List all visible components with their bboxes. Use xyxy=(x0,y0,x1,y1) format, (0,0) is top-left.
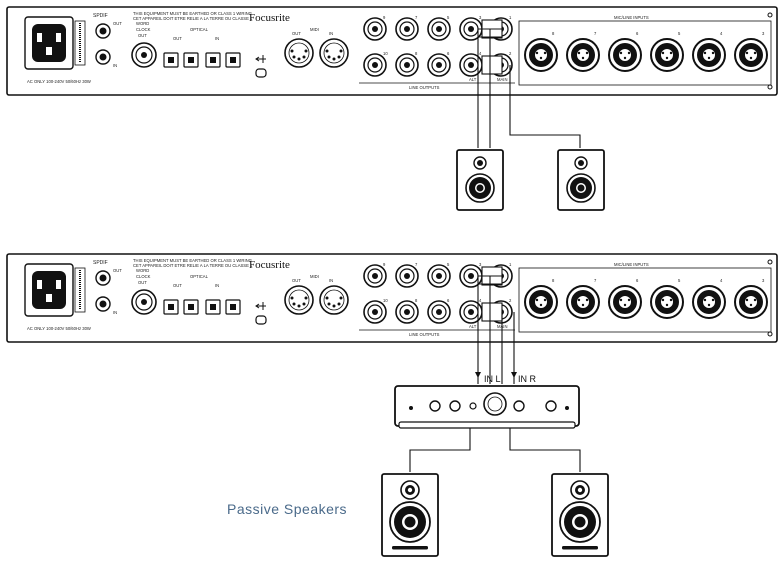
mic-inputs-label: MIC/LINE INPUTS xyxy=(614,15,649,20)
jack-number: 8 xyxy=(415,298,418,303)
optical-label: OPTICAL xyxy=(190,274,209,279)
jack-number: 7 xyxy=(415,262,418,267)
spdif-out-label: OUT xyxy=(113,21,122,26)
jack-number: 6 xyxy=(447,298,450,303)
input-number: 8 xyxy=(552,278,555,283)
jack-number: 3 xyxy=(479,262,482,267)
word-clock-label: CLOCK xyxy=(136,27,151,32)
spdif-in-label: IN xyxy=(113,63,117,68)
spdif-label: SPDIF xyxy=(93,13,108,19)
word-clock-label: OUT xyxy=(138,33,147,38)
input-number: 5 xyxy=(678,278,681,283)
jack-number: 4 xyxy=(479,298,482,303)
amp-input-left-label: IN L xyxy=(484,374,501,384)
jack-number: 3 xyxy=(479,15,482,20)
spdif-out-label: OUT xyxy=(113,268,122,273)
passive-speakers-caption: Passive Speakers xyxy=(227,501,347,517)
optical-out-label: OUT xyxy=(173,283,182,288)
mic-inputs-label: MIC/LINE INPUTS xyxy=(614,262,649,267)
midi-label: MIDI xyxy=(310,27,319,32)
input-number: 5 xyxy=(678,31,681,36)
midi-in-label: IN xyxy=(329,31,333,36)
input-number: 4 xyxy=(720,278,723,283)
alt-label: ALT xyxy=(469,324,477,329)
input-number: 4 xyxy=(720,31,723,36)
active-speaker-left xyxy=(456,149,504,211)
input-number: 6 xyxy=(636,278,639,283)
midi-out-label: OUT xyxy=(292,278,301,283)
passive-speaker-right xyxy=(551,473,609,557)
brand-logo: Focusrite xyxy=(249,259,290,271)
input-number: 6 xyxy=(636,31,639,36)
jack-number: 4 xyxy=(479,51,482,56)
passive-speaker-cables xyxy=(409,428,581,472)
jack-number: 9 xyxy=(383,262,386,267)
word-clock-label: OUT xyxy=(138,280,147,285)
interface-rear-panel-top: Focusrite THIS EQUIPMENT MUST BE EARTHED… xyxy=(6,6,778,96)
optical-label: OPTICAL xyxy=(190,27,209,32)
jack-number: 2 xyxy=(509,298,512,303)
line-outputs-label: LINE OUTPUTS xyxy=(409,332,440,337)
spdif-label: SPDIF xyxy=(93,260,108,266)
power-amplifier xyxy=(394,385,580,429)
jack-number: 10 xyxy=(383,51,388,56)
jack-number: 1 xyxy=(509,15,512,20)
main-label: MAIN xyxy=(497,77,507,82)
midi-out-label: OUT xyxy=(292,31,301,36)
active-speaker-right xyxy=(557,149,605,211)
input-number: 3 xyxy=(762,31,765,36)
amp-input-cables xyxy=(477,266,515,384)
word-clock-label: WORD xyxy=(136,21,149,26)
power-rating: AC ONLY 100-240V 50/60Hz 30W xyxy=(27,79,91,84)
optical-in-label: IN xyxy=(215,36,219,41)
jack-number: 7 xyxy=(415,15,418,20)
speaker-cables-top xyxy=(477,19,581,148)
midi-in-label: IN xyxy=(329,278,333,283)
word-clock-label: WORD xyxy=(136,268,149,273)
warning-text: THIS EQUIPMENT MUST BE EARTHED OR CLASS … xyxy=(133,258,252,263)
interface-rear-panel-bottom: Focusrite THIS EQUIPMENT MUST BE EARTHED… xyxy=(6,253,778,343)
spdif-in-label: IN xyxy=(113,310,117,315)
midi-label: MIDI xyxy=(310,274,319,279)
alt-label: ALT xyxy=(469,77,477,82)
jack-number: 5 xyxy=(447,262,450,267)
jack-number: 2 xyxy=(509,51,512,56)
warning-text: CET APPAREIL DOIT ETRE RELIE A LA TERRE … xyxy=(133,263,253,268)
input-number: 7 xyxy=(594,31,597,36)
jack-number: 9 xyxy=(383,15,386,20)
warning-text: THIS EQUIPMENT MUST BE EARTHED OR CLASS … xyxy=(133,11,252,16)
jack-number: 8 xyxy=(415,51,418,56)
input-number: 8 xyxy=(552,31,555,36)
jack-number: 6 xyxy=(447,51,450,56)
brand-logo: Focusrite xyxy=(249,12,290,24)
optical-in-label: IN xyxy=(215,283,219,288)
power-rating: AC ONLY 100-240V 50/60Hz 30W xyxy=(27,326,91,331)
jack-number: 10 xyxy=(383,298,388,303)
input-number: 3 xyxy=(762,278,765,283)
passive-speaker-left xyxy=(381,473,439,557)
optical-out-label: OUT xyxy=(173,36,182,41)
jack-number: 1 xyxy=(509,262,512,267)
warning-text: CET APPAREIL DOIT ETRE RELIE A LA TERRE … xyxy=(133,16,253,21)
input-number: 7 xyxy=(594,278,597,283)
line-outputs-label: LINE OUTPUTS xyxy=(409,85,440,90)
jack-number: 5 xyxy=(447,15,450,20)
word-clock-label: CLOCK xyxy=(136,274,151,279)
amp-input-right-label: IN R xyxy=(518,374,537,384)
